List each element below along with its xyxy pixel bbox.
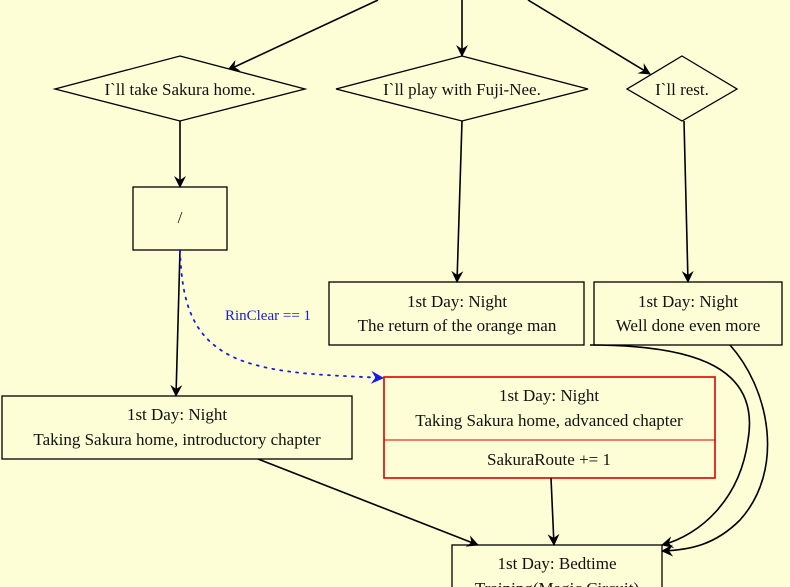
node-orange-man-line1: 1st Day: Night [407, 292, 507, 311]
node-bedtime-line1: 1st Day: Bedtime [498, 554, 617, 573]
edge-well-done-to-bedtime [661, 344, 769, 557]
conditional-edge: RinClear == 1 [179, 249, 385, 384]
choice-fuji-label: I`ll play with Fuji-Nee. [383, 80, 541, 99]
edge-to-choice-sakura [227, 0, 379, 71]
edges [170, 120, 769, 557]
node-advanced: 1st Day: Night Taking Sakura home, advan… [383, 376, 716, 479]
edge-rest-to-well-done [681, 120, 694, 283]
node-intro-line1: 1st Day: Night [127, 405, 227, 424]
node-advanced-line2: Taking Sakura home, advanced chapter [415, 411, 683, 430]
edge-fuji-to-orange-man [451, 120, 464, 283]
incoming-edges [227, 0, 651, 75]
choice-rest: I`ll rest. [625, 55, 739, 122]
edge-advanced-to-bedtime [547, 477, 560, 546]
edge-slash-to-advanced [179, 249, 385, 384]
node-bedtime-line2: Training(Magic Circuit) [475, 579, 639, 587]
node-advanced-line1: 1st Day: Night [499, 386, 599, 405]
slash-node: / [132, 186, 228, 251]
edge-to-choice-rest [527, 0, 651, 75]
node-intro: 1st Day: Night Taking Sakura home, intro… [1, 395, 353, 460]
edge-intro-to-bedtime [257, 458, 479, 547]
choice-rest-label: I`ll rest. [655, 80, 709, 99]
node-orange-man-line2: The return of the orange man [358, 316, 557, 335]
node-orange-man: 1st Day: Night The return of the orange … [328, 281, 585, 346]
choice-sakura: I`ll take Sakura home. [52, 55, 308, 122]
edge-orange-man-to-bedtime [589, 344, 751, 548]
node-bedtime: 1st Day: Bedtime Training(Magic Circuit) [451, 544, 663, 587]
edge-slash-to-intro [170, 249, 183, 397]
edge-label-rinclear: RinClear == 1 [225, 308, 311, 324]
node-well-done-line2: Well done even more [616, 316, 761, 335]
node-advanced-action: SakuraRoute += 1 [487, 450, 611, 469]
choice-fuji: I`ll play with Fuji-Nee. [335, 55, 589, 122]
node-well-done-line1: 1st Day: Night [638, 292, 738, 311]
node-intro-line2: Taking Sakura home, introductory chapter [33, 430, 321, 449]
slash-node-label: / [178, 208, 183, 227]
choice-sakura-label: I`ll take Sakura home. [104, 80, 255, 99]
node-well-done: 1st Day: Night Well done even more [593, 281, 783, 346]
